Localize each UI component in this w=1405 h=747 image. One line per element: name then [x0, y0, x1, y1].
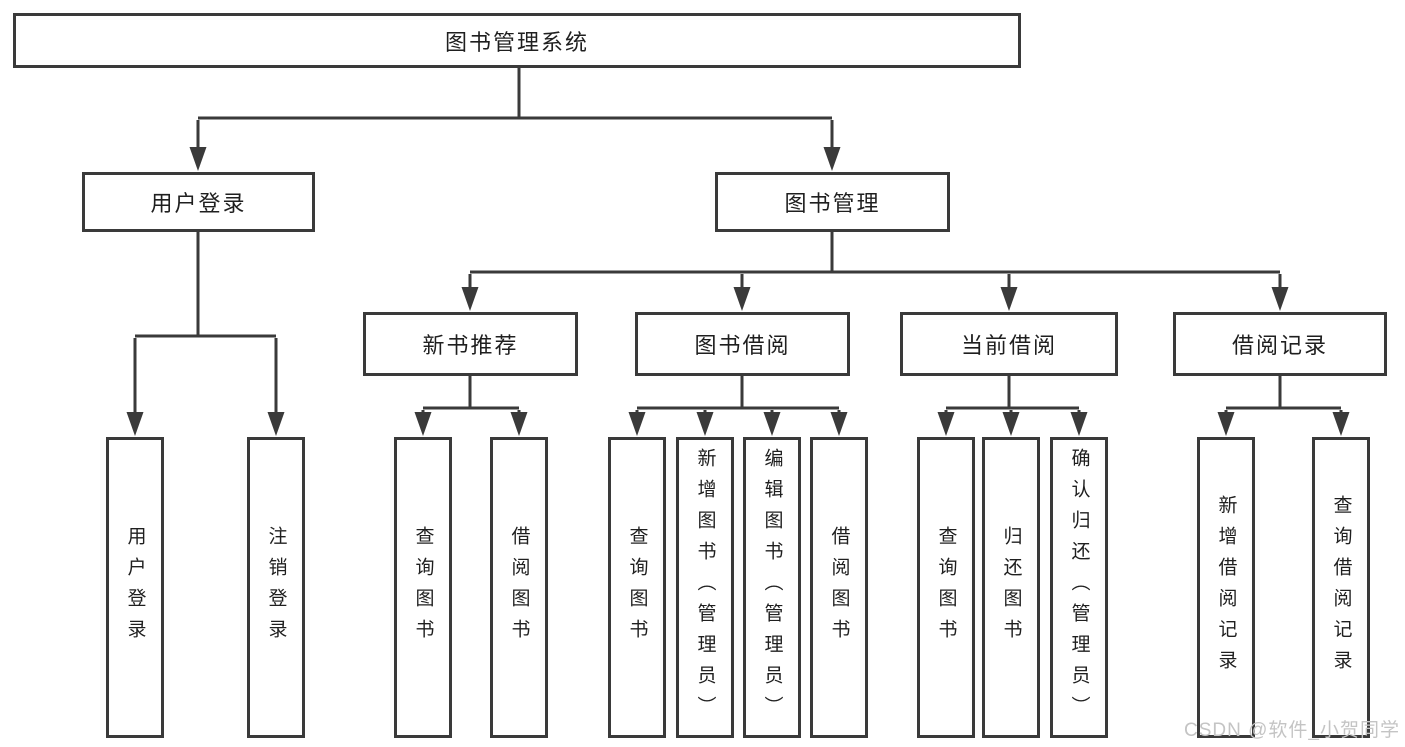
node-borrow-records: 借阅记录	[1173, 312, 1387, 376]
connector-new-book-split	[423, 376, 519, 410]
leaf-edit-book-admin: 编辑图书（管理员）	[743, 437, 801, 738]
leaf-query-book-2: 查询图书	[608, 437, 666, 738]
node-label: 查询图书	[935, 525, 957, 650]
connector-root-split	[198, 68, 832, 120]
connector-book-management-split	[470, 232, 1280, 274]
node-label: 借阅图书	[508, 525, 530, 650]
leaf-query-borrow-record: 查询借阅记录	[1312, 437, 1370, 738]
node-label: 新增借阅记录	[1215, 494, 1237, 681]
node-new-book-recommend: 新书推荐	[363, 312, 578, 376]
node-label: 当前借阅	[960, 333, 1057, 358]
leaf-confirm-return-admin: 确认归还（管理员）	[1050, 437, 1108, 738]
node-label: 确认归还（管理员）	[1068, 448, 1090, 727]
node-label: 借阅图书	[828, 525, 850, 650]
node-label: 注销登录	[265, 525, 287, 650]
leaf-borrow-book-2: 借阅图书	[810, 437, 868, 738]
node-book-borrow: 图书借阅	[635, 312, 850, 376]
node-label: 查询图书	[412, 525, 434, 650]
leaf-logout: 注销登录	[247, 437, 305, 738]
connector-user-login-split	[135, 232, 276, 338]
node-label: 图书借阅	[694, 333, 791, 358]
node-label: 用户登录	[150, 191, 247, 216]
leaf-query-book-1: 查询图书	[394, 437, 452, 738]
leaf-add-book-admin: 新增图书（管理员）	[676, 437, 734, 738]
connector-book-borrow-split	[637, 376, 839, 410]
node-label: 借阅记录	[1231, 333, 1328, 358]
node-label: 查询借阅记录	[1330, 494, 1352, 681]
node-current-borrow: 当前借阅	[900, 312, 1118, 376]
leaf-return-book: 归还图书	[982, 437, 1040, 738]
node-label: 用户登录	[124, 525, 146, 650]
leaf-user-login: 用户登录	[106, 437, 164, 738]
node-label: 归还图书	[1000, 525, 1022, 650]
leaf-query-book-3: 查询图书	[917, 437, 975, 738]
connector-current-borrow-split	[946, 376, 1079, 410]
node-label: 新书推荐	[422, 333, 519, 358]
node-label: 新增图书（管理员）	[694, 448, 716, 727]
leaf-borrow-book-1: 借阅图书	[490, 437, 548, 738]
node-label: 查询图书	[626, 525, 648, 650]
node-label: 图书管理	[784, 191, 881, 216]
leaf-add-borrow-record: 新增借阅记录	[1197, 437, 1255, 738]
csdn-watermark: CSDN @软件_小贺同学	[1184, 720, 1400, 741]
connector-records-split	[1226, 376, 1341, 410]
node-label: 编辑图书（管理员）	[761, 448, 783, 727]
node-library-management-system: 图书管理系统	[13, 13, 1021, 68]
node-book-management: 图书管理	[715, 172, 950, 232]
node-label: 图书管理系统	[444, 29, 589, 55]
node-user-login: 用户登录	[82, 172, 315, 232]
